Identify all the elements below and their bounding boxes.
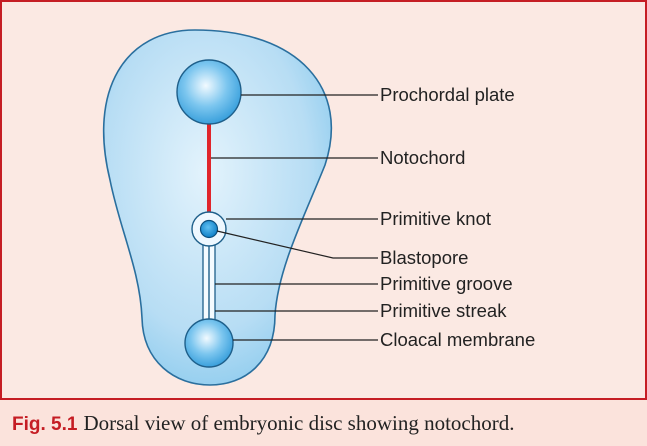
label-primitive-groove: Primitive groove [380, 273, 513, 294]
figure-caption: Fig. 5.1 Dorsal view of embryonic disc sh… [0, 398, 647, 446]
label-prochordal-plate: Prochordal plate [380, 84, 515, 105]
cloacal-membrane [185, 319, 233, 367]
label-notochord: Notochord [380, 147, 465, 168]
label-primitive-streak: Primitive streak [380, 300, 507, 321]
blastopore [201, 221, 218, 238]
prochordal-plate [177, 60, 241, 124]
caption-body: Dorsal view of embryonic disc showing no… [83, 411, 514, 435]
caption-label: Fig. 5.1 [12, 414, 77, 435]
label-primitive-knot: Primitive knot [380, 208, 491, 229]
caption-text-row: Fig. 5.1 Dorsal view of embryonic disc sh… [12, 411, 514, 436]
label-cloacal-membrane: Cloacal membrane [380, 329, 535, 350]
label-blastopore: Blastopore [380, 247, 468, 268]
embryonic-disc-diagram: Prochordal plate Notochord Primitive kno… [0, 0, 647, 398]
